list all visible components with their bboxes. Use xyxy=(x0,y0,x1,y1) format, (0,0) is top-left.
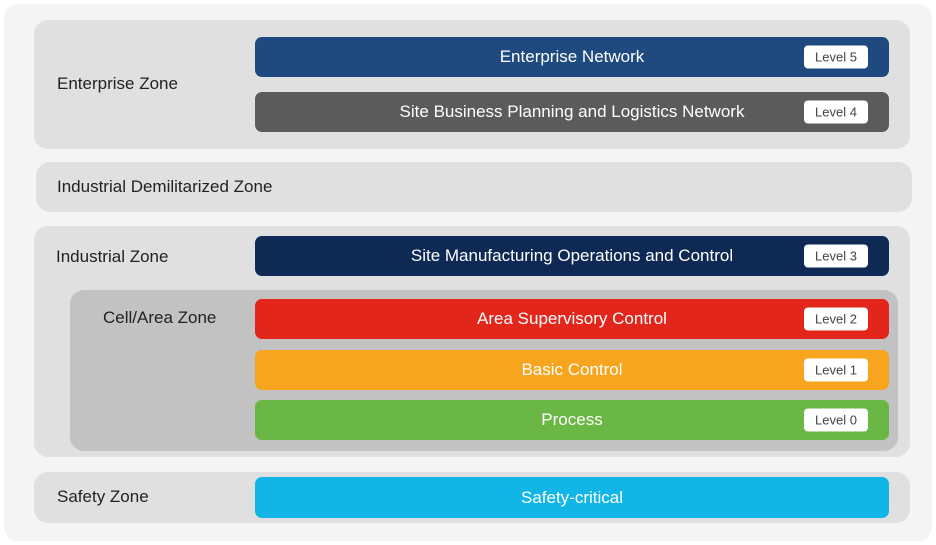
enterprise-zone-label: Enterprise Zone xyxy=(57,74,178,93)
level-0-title: Process xyxy=(541,410,603,429)
level-2-badge: Level 2 xyxy=(804,307,868,331)
level-1-band: Basic Control Level 1 xyxy=(255,350,889,390)
level-4-badge: Level 4 xyxy=(804,100,868,124)
industrial-zone-label: Industrial Zone xyxy=(56,247,169,266)
level-2-band: Area Supervisory Control Level 2 xyxy=(255,299,889,339)
level-1-title: Basic Control xyxy=(521,360,623,379)
level-5-title: Enterprise Network xyxy=(499,47,645,66)
idmz-zone xyxy=(36,162,912,212)
level-4-band: Site Business Planning and Logistics Net… xyxy=(255,92,889,132)
level-2-title: Area Supervisory Control xyxy=(477,309,667,328)
level-0-badge: Level 0 xyxy=(804,408,868,432)
level-0-band: Process Level 0 xyxy=(255,400,889,440)
level-3-title: Site Manufacturing Operations and Contro… xyxy=(410,246,734,265)
cell-area-zone-label: Cell/Area Zone xyxy=(103,308,217,327)
level-5-badge: Level 5 xyxy=(804,45,868,69)
safety-zone-label: Safety Zone xyxy=(57,487,149,506)
level-3-band: Site Manufacturing Operations and Contro… xyxy=(255,236,889,276)
level-4-title: Site Business Planning and Logistics Net… xyxy=(399,102,745,121)
level-3-badge: Level 3 xyxy=(804,244,868,268)
safety-critical-title: Safety-critical xyxy=(520,487,624,507)
level-5-band: Enterprise Network Level 5 xyxy=(255,37,889,77)
idmz-zone-label: Industrial Demilitarized Zone xyxy=(57,177,273,196)
level-1-badge: Level 1 xyxy=(804,358,868,382)
safety-critical-band: Safety-critical xyxy=(255,477,889,518)
